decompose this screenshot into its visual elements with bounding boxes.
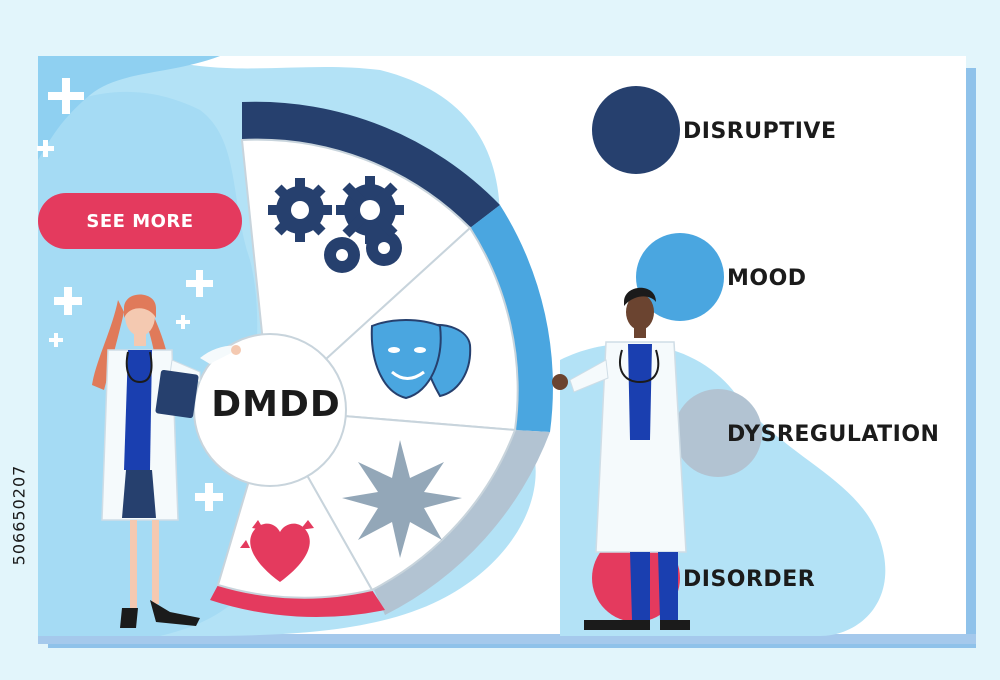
acronym-label: DMDD — [211, 384, 341, 425]
dot-dysregulation — [674, 389, 762, 477]
term-disorder: DISORDER — [683, 567, 816, 592]
male-doctor-figure — [552, 287, 690, 630]
blue-blob-left-top — [38, 56, 220, 160]
burst-icon — [342, 440, 462, 558]
term-disruptive: DISRUPTIVE — [683, 119, 837, 144]
stock-id-label: 506650207 — [4, 420, 34, 610]
dot-mood — [636, 233, 724, 321]
bottom-bar — [38, 634, 976, 644]
theater-masks-icon — [370, 319, 472, 400]
female-doctor-figure — [92, 294, 241, 628]
center-circle — [193, 333, 347, 487]
broken-heart-icon — [240, 520, 314, 582]
term-mood: MOOD — [727, 266, 807, 291]
arc-gray — [372, 430, 550, 615]
sparkle-icons — [37, 78, 223, 511]
see-more-button[interactable]: SEE MORE — [38, 193, 242, 249]
stock-id-text: 506650207 — [9, 464, 29, 566]
term-dysregulation: DYSREGULATION — [727, 422, 940, 447]
dot-disruptive — [592, 86, 680, 174]
arc-pink — [210, 585, 385, 618]
gears-icon — [268, 176, 404, 273]
arc-navy — [242, 101, 500, 228]
arc-sky — [470, 205, 553, 432]
